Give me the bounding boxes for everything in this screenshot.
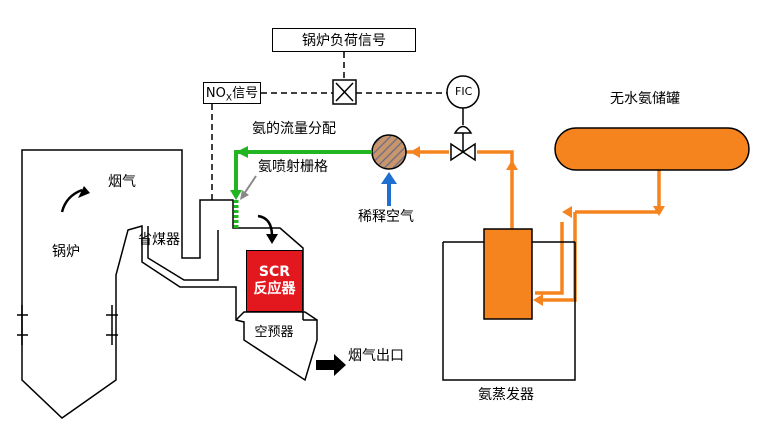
flue-gas-label: 烟气	[108, 174, 136, 190]
ammonia-evaporator-label: 氨蒸发器	[478, 387, 534, 403]
ammonia-distribution-label: 氨的流量分配	[252, 121, 336, 137]
ammonia-arrow-down	[653, 206, 665, 216]
outlet-arrow	[316, 354, 346, 376]
boiler-label: 锅炉	[52, 244, 80, 260]
dilution-air-label: 稀释空气	[358, 209, 414, 225]
air-preheater-shape	[235, 311, 318, 321]
economizer-label: 省煤器	[138, 232, 180, 248]
duct-arrow	[257, 214, 274, 237]
evaporator-vessel	[442, 242, 576, 381]
boiler-load-signal-box: 锅炉负荷信号	[272, 28, 416, 52]
green-arrow-left	[236, 146, 248, 158]
evaporator-heater	[483, 228, 533, 320]
air-preheater-label: 空预器	[245, 320, 303, 340]
boiler-load-signal-label: 锅炉负荷信号	[302, 33, 386, 49]
dilution-air-arrowhead	[381, 172, 397, 184]
scr-reactor-label-1: SCR	[258, 264, 291, 281]
flue-gas-arrow	[60, 188, 83, 213]
flue-gas-outlet-label: 烟气出口	[348, 348, 404, 364]
boiler-outline	[21, 149, 318, 419]
fic-label: FIC	[455, 85, 473, 98]
boiler-wall-ticks	[17, 305, 118, 345]
ammonia-arrow-left-1	[562, 206, 572, 218]
ammonia-arrow-up	[506, 160, 518, 170]
multiplier-x-2	[335, 82, 354, 102]
flue-gas-arrowhead	[78, 186, 90, 198]
control-valve-icon	[450, 142, 476, 162]
green-arrow-down	[230, 190, 242, 200]
scr-reactor: SCR 反应器	[246, 250, 303, 312]
anhydrous-ammonia-tank-label: 无水氨储罐	[610, 91, 680, 107]
valve-actuator	[453, 125, 473, 134]
ammonia-arrow-left-3	[533, 294, 543, 306]
boiler-inner-wall	[147, 226, 219, 281]
grid-pointer	[243, 175, 257, 195]
duct-arrowhead	[266, 234, 278, 244]
ammonia-grid-label: 氨喷射栅格	[258, 159, 328, 175]
grid-pointer-head	[240, 190, 249, 200]
nox-signal-box: NOX信号	[203, 82, 261, 104]
ammonia-air-mixer	[371, 134, 407, 170]
nox-signal-label: NOX信号	[205, 86, 259, 104]
ammonia-arrow-left-2	[410, 146, 420, 158]
control-signal-lines	[211, 52, 447, 200]
anhydrous-ammonia-tank	[554, 127, 750, 171]
scr-reactor-label-2: 反应器	[253, 281, 296, 297]
